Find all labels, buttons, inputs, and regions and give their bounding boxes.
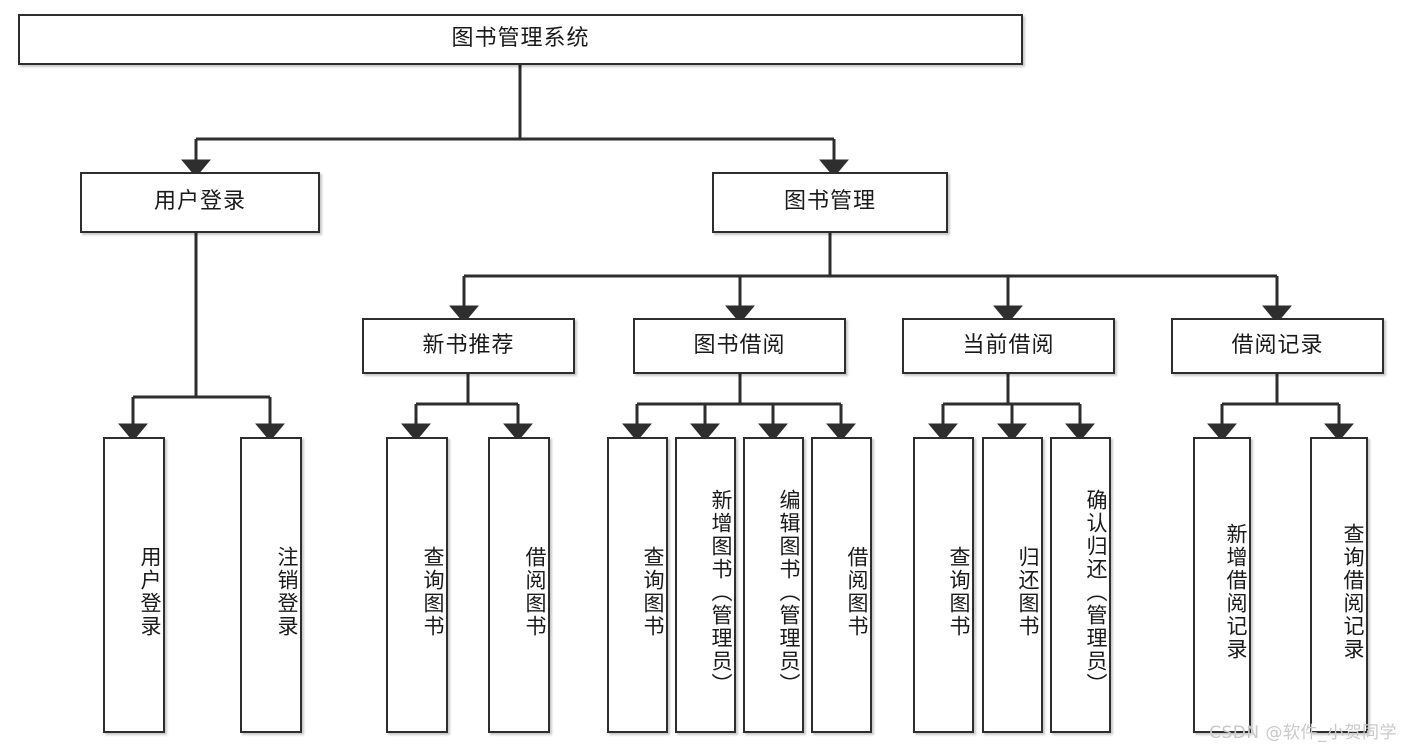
node-label: 图书管理系统 xyxy=(451,26,590,52)
node-label: 归还图书 xyxy=(1016,546,1040,638)
node-label: 借阅图书 xyxy=(845,546,869,638)
node-current-borrow[interactable]: 当前借阅 xyxy=(902,318,1115,374)
node-label: 编辑图书（管理员） xyxy=(777,488,801,696)
node-label: 确认归还（管理员） xyxy=(1084,488,1108,696)
node-book-borrow[interactable]: 图书借阅 xyxy=(633,318,846,374)
node-borrow-record[interactable]: 借阅记录 xyxy=(1171,318,1384,374)
node-root-system[interactable]: 图书管理系统 xyxy=(18,14,1023,65)
node-label: 图书借阅 xyxy=(693,332,786,358)
node-book-management[interactable]: 图书管理 xyxy=(712,172,948,233)
watermark-text: CSDN @软件_小贺同学 xyxy=(1209,723,1397,743)
node-label: 查询图书 xyxy=(641,546,665,638)
node-label: 新书推荐 xyxy=(422,332,515,358)
node-label: 查询图书 xyxy=(947,546,971,638)
leaf-borrow-add-book-admin[interactable]: 新增图书（管理员） xyxy=(675,437,736,733)
node-label: 查询图书 xyxy=(421,546,445,638)
leaf-current-return-book[interactable]: 归还图书 xyxy=(982,437,1043,733)
leaf-borrow-query-book[interactable]: 查询图书 xyxy=(607,437,668,733)
node-new-book-recommend[interactable]: 新书推荐 xyxy=(362,318,575,374)
node-label: 借阅图书 xyxy=(523,546,547,638)
node-label: 图书管理 xyxy=(783,189,876,215)
leaf-record-query-record[interactable]: 查询借阅记录 xyxy=(1310,437,1368,733)
node-user-login[interactable]: 用户登录 xyxy=(80,172,320,233)
node-label: 新增借阅记录 xyxy=(1224,523,1248,661)
node-label: 借阅记录 xyxy=(1231,332,1324,358)
node-label: 注销登录 xyxy=(275,546,299,638)
leaf-record-add-record[interactable]: 新增借阅记录 xyxy=(1193,437,1251,733)
leaf-newbook-borrow-book[interactable]: 借阅图书 xyxy=(488,437,550,733)
leaf-user-login[interactable]: 用户登录 xyxy=(103,437,165,733)
node-label: 新增图书（管理员） xyxy=(709,488,733,696)
leaf-current-query-book[interactable]: 查询图书 xyxy=(913,437,974,733)
leaf-newbook-query-book[interactable]: 查询图书 xyxy=(386,437,448,733)
leaf-user-logout[interactable]: 注销登录 xyxy=(240,437,302,733)
node-label: 当前借阅 xyxy=(962,332,1055,358)
leaf-current-confirm-return-admin[interactable]: 确认归还（管理员） xyxy=(1050,437,1111,733)
leaf-borrow-borrow-book[interactable]: 借阅图书 xyxy=(811,437,872,733)
leaf-borrow-edit-book-admin[interactable]: 编辑图书（管理员） xyxy=(743,437,804,733)
node-label: 查询借阅记录 xyxy=(1341,523,1365,661)
node-label: 用户登录 xyxy=(138,546,162,638)
node-label: 用户登录 xyxy=(153,189,246,215)
